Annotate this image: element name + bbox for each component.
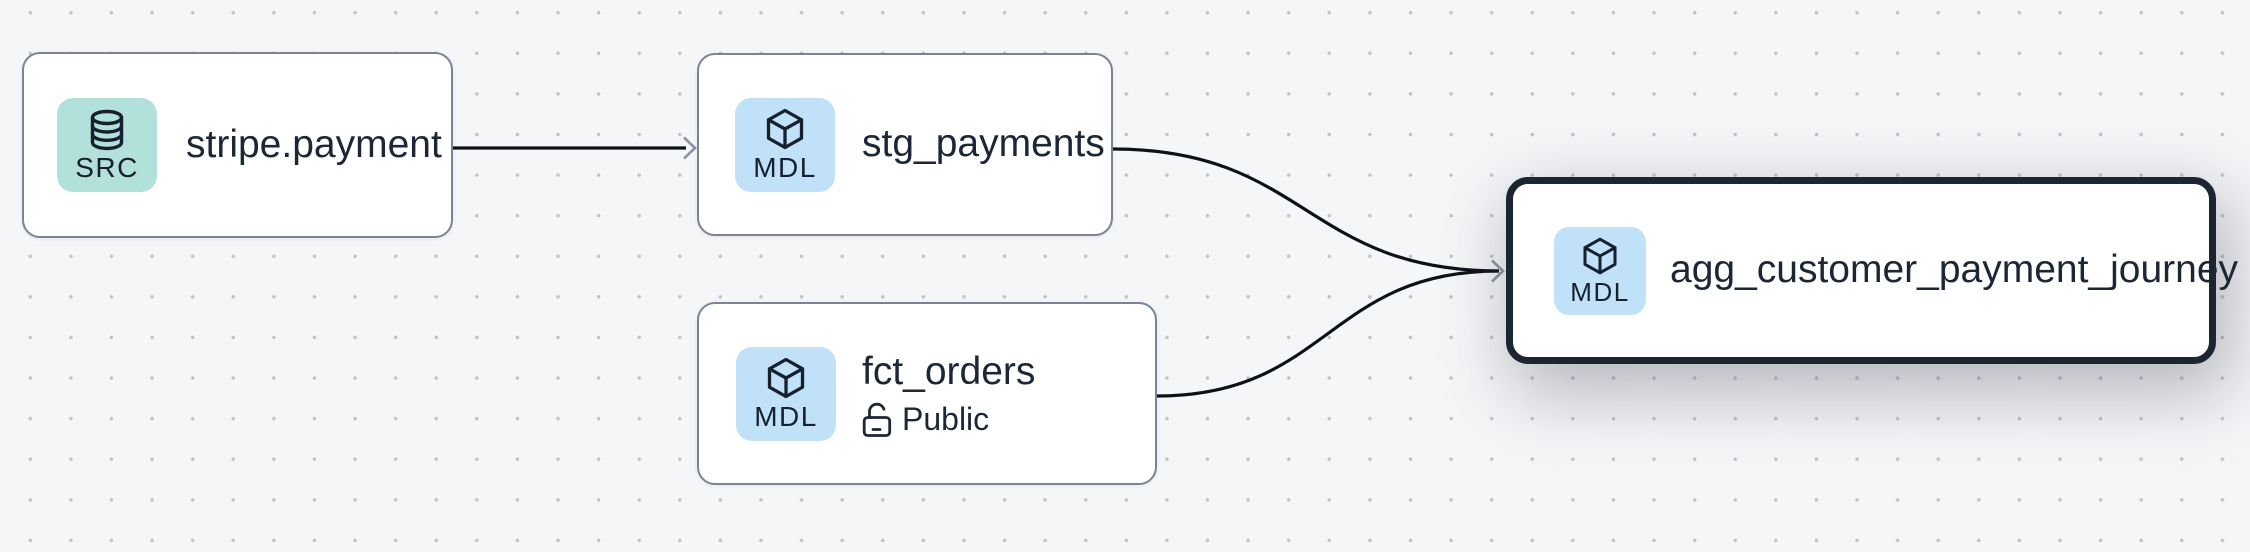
node-stg-payments[interactable]: MDL stg_payments <box>697 53 1113 236</box>
access-badge: Public <box>862 401 1035 438</box>
model-tile: MDL <box>735 97 835 192</box>
unlock-icon <box>862 402 892 438</box>
node-type-badge: MDL <box>1570 277 1630 307</box>
edge-fct-orders-to-agg-customer-payment-journey[interactable] <box>1156 269 1500 398</box>
cube-icon <box>1579 236 1621 276</box>
node-fct-orders[interactable]: MDL fct_orders Public <box>697 302 1157 485</box>
node-title: agg_customer_payment_journey <box>1670 248 2239 292</box>
node-title: stg_payments <box>862 122 1105 166</box>
access-label: Public <box>902 401 990 438</box>
node-title: fct_orders <box>862 349 1036 393</box>
arrowhead-icon <box>683 136 697 160</box>
node-type-badge: MDL <box>753 152 817 183</box>
node-title: stripe.payment <box>186 122 442 166</box>
model-tile: MDL <box>736 346 836 441</box>
arrowhead-icon <box>1491 259 1505 283</box>
node-type-badge: MDL <box>754 401 818 432</box>
database-icon <box>84 109 130 151</box>
node-agg-customer-payment-journey[interactable]: MDL agg_customer_payment_journey <box>1506 177 2238 364</box>
node-stripe-payment[interactable]: SRC stripe.payment <box>22 52 453 238</box>
source-tile: SRC <box>57 98 157 192</box>
cube-icon <box>763 356 809 400</box>
node-type-badge: SRC <box>75 151 139 183</box>
model-tile: MDL <box>1554 226 1646 315</box>
edge-stg-payments-to-agg-customer-payment-journey[interactable] <box>1112 147 1500 273</box>
cube-icon <box>762 107 808 151</box>
